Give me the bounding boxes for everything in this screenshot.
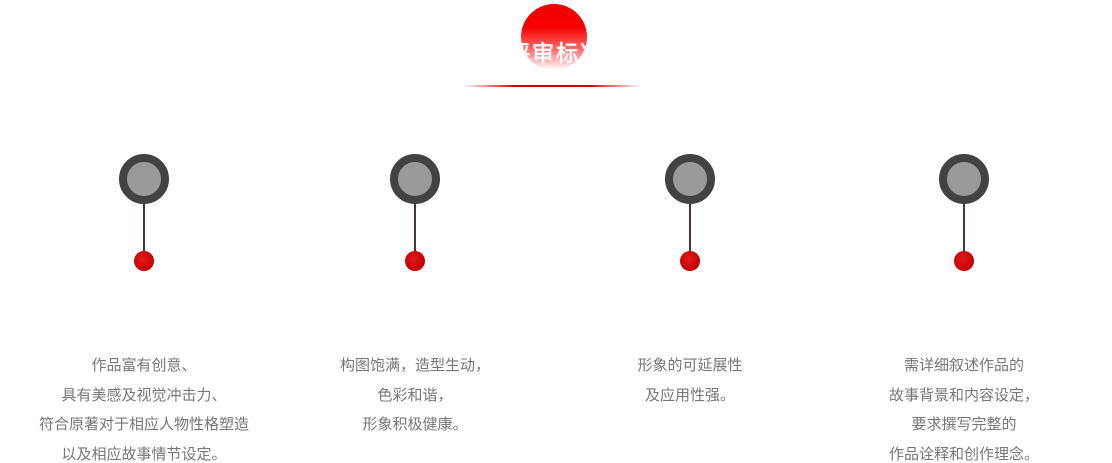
- title-badge: [521, 4, 587, 70]
- timeline-dot-icon: [405, 251, 425, 271]
- criterion-line: 以及相应故事情节设定。: [61, 444, 227, 463]
- criterion-description: 需详细叙述作品的 故事背景和内容设定， 要求撰写完整的 作品诠释和创作理念。: [844, 351, 1084, 463]
- timeline-dot-icon: [680, 251, 700, 271]
- criterion-line: 作品富有创意、: [91, 356, 197, 374]
- criterion-line: 符合原著对于相应人物性格塑造: [38, 415, 249, 433]
- criterion-line: 故事背景和内容设定，: [888, 385, 1039, 404]
- section-title: 评审标准: [507, 42, 604, 67]
- timeline-connector: [414, 204, 416, 252]
- criterion-description: 形象的可延展性 及应用性强。: [570, 351, 810, 410]
- criterion-3: 形象的可延展性 及应用性强。: [570, 154, 810, 463]
- timeline-node-icon: [390, 154, 440, 204]
- timeline-dot-icon: [134, 251, 154, 271]
- criterion-line: 作品诠释和创作理念。: [888, 444, 1039, 463]
- criterion-line: 形象积极健康。: [362, 415, 468, 433]
- criterion-line: 及应用性强。: [644, 385, 735, 404]
- timeline-dot-icon: [954, 251, 974, 271]
- criterion-1: 作品富有创意、 具有美感及视觉冲击力、 符合原著对于相应人物性格塑造 以及相应故…: [24, 154, 264, 463]
- criterion-line: 色彩和谐，: [377, 385, 453, 404]
- criterion-line: 具有美感及视觉冲击力、: [61, 385, 227, 404]
- timeline-connector: [689, 204, 691, 252]
- criterion-line: 构图饱满，造型生动，: [339, 356, 490, 374]
- criterion-line: 需详细叙述作品的: [903, 356, 1024, 374]
- criterion-line: 要求撰写完整的: [911, 415, 1017, 433]
- timeline-connector: [963, 204, 965, 252]
- criterion-2: 构图饱满，造型生动， 色彩和谐， 形象积极健康。: [295, 154, 535, 463]
- timeline-node-icon: [665, 154, 715, 204]
- criterion-description: 作品富有创意、 具有美感及视觉冲击力、 符合原著对于相应人物性格塑造 以及相应故…: [24, 351, 264, 463]
- title-underline: [462, 85, 642, 87]
- criterion-4: 需详细叙述作品的 故事背景和内容设定， 要求撰写完整的 作品诠释和创作理念。: [844, 154, 1084, 463]
- timeline-connector: [143, 204, 145, 252]
- timeline-node-icon: [939, 154, 989, 204]
- criterion-description: 构图饱满，造型生动， 色彩和谐， 形象积极健康。: [295, 351, 535, 440]
- criterion-line: 形象的可延展性: [637, 356, 743, 374]
- timeline-node-icon: [119, 154, 169, 204]
